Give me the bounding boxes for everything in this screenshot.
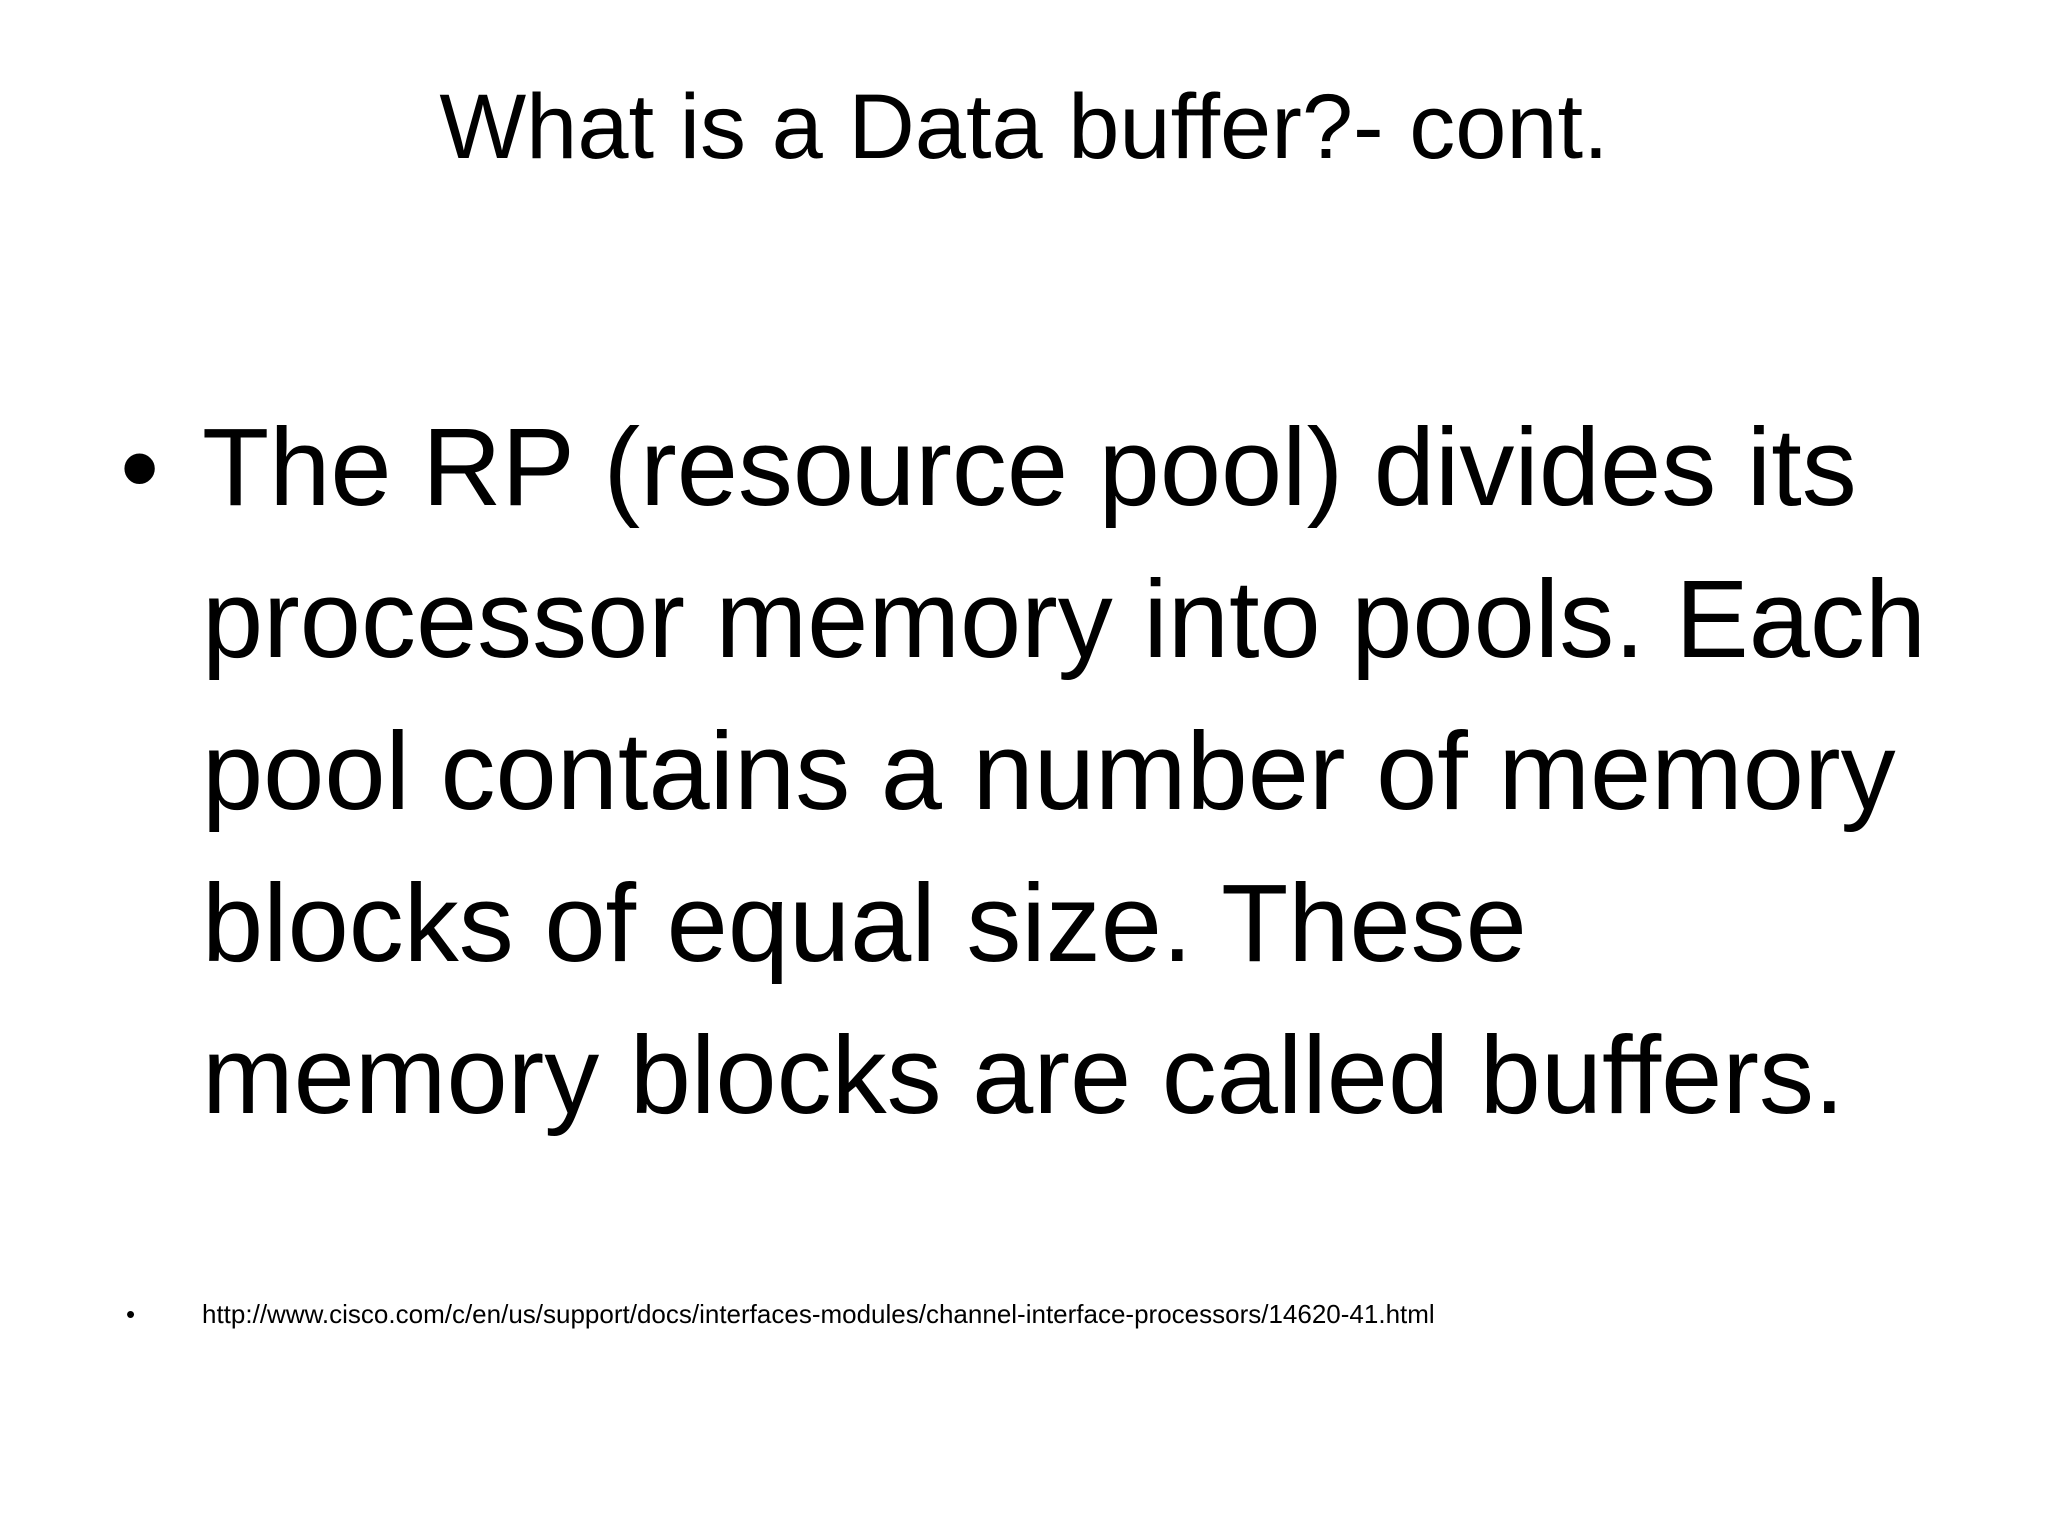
slide-title: What is a Data buffer?- cont. — [439, 76, 1609, 178]
bullet-marker: • — [126, 1299, 136, 1329]
bullet-text: The RP (resource pool) divides its proce… — [202, 406, 1927, 1137]
bullet-marker: • — [120, 405, 160, 530]
reference-link[interactable]: http://www.cisco.com/c/en/us/support/doc… — [202, 1299, 1435, 1329]
